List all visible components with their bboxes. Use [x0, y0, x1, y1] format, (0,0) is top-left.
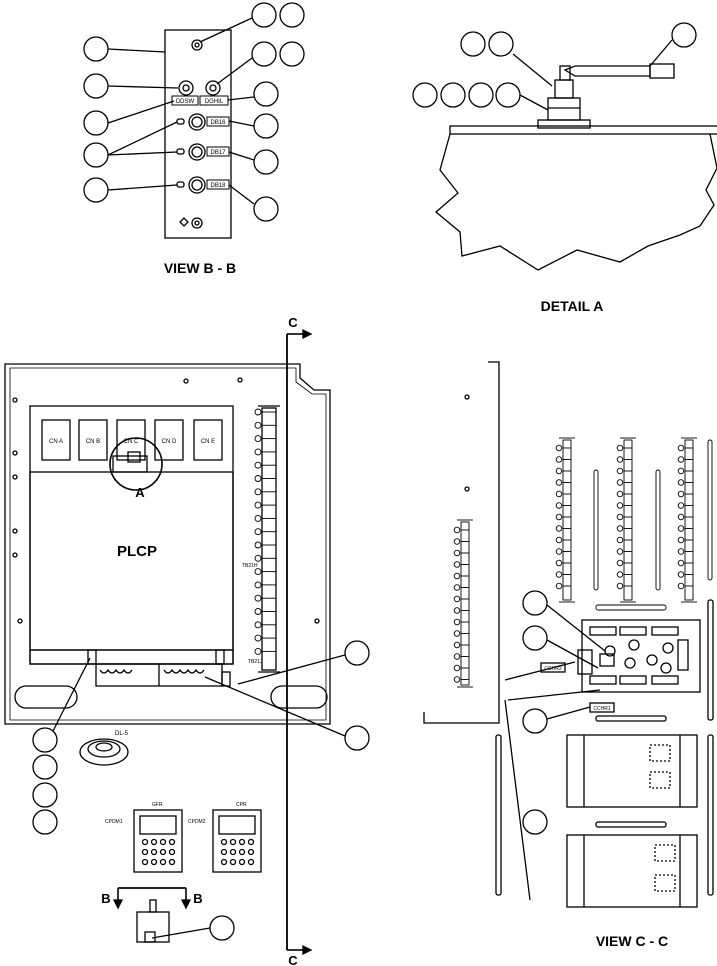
dl-5-label: DL-5 — [115, 731, 129, 737]
detail-a-title: DETAIL A — [541, 298, 604, 314]
detail-a-callouts — [412, 22, 697, 111]
cchr1-label: CCHR1 — [593, 706, 610, 712]
main-panel: PLCP CN A CN B CN C CN D CN E A TB21H TB… — [4, 315, 370, 966]
cpr-label: CPR — [236, 802, 247, 808]
section-b-right-label: B — [193, 891, 202, 906]
cpr-relay — [212, 809, 262, 873]
view-c-c: CCHR2 CCHR1 VIEW C - C — [423, 361, 714, 949]
gfr-label: GFR — [152, 802, 163, 808]
view-c-module-upper — [566, 734, 698, 808]
view-b-callouts — [83, 2, 305, 222]
panel-slot-left — [14, 685, 78, 709]
section-line-b — [112, 887, 192, 910]
panel-enclosure — [4, 363, 331, 725]
view-b-title: VIEW B - B — [164, 260, 236, 276]
cpdm1-label: CPDM1 — [105, 819, 123, 825]
detail-a-handle — [563, 65, 651, 77]
detail-a-marker-label: A — [135, 485, 145, 500]
terminal-strip-tb21 — [254, 405, 280, 673]
tb21j-label: TB21J — [248, 659, 263, 665]
cchr2-label: CCHR2 — [544, 666, 561, 672]
cpdm2-label: CPDM2 — [188, 819, 206, 825]
view-c-title: VIEW C - C — [596, 933, 668, 949]
dl-5-device — [79, 738, 129, 766]
view-b-panel-face — [164, 29, 232, 239]
cn-e-label: CN E — [201, 439, 215, 445]
ddsw-label: DDSW — [176, 99, 195, 105]
section-c-top-label: C — [288, 315, 298, 330]
detail-a-base — [537, 119, 591, 129]
section-c-bottom-label: C — [288, 953, 298, 966]
cn-a-label: CN A — [49, 439, 63, 445]
detail-a-body — [547, 97, 581, 121]
db18-label: DB18 — [210, 183, 226, 189]
detail-a: DETAIL A — [412, 22, 717, 314]
db17-label: DB17 — [210, 150, 226, 156]
plcp-module — [29, 471, 234, 651]
view-b-b: DDSW DGHIL DB16 DB17 DB18 — [83, 2, 305, 276]
db16-label-a: DB16 — [210, 120, 226, 126]
view-c-circuit-board — [581, 619, 701, 693]
cn-connectors: CN A CN B CN C CN D CN E — [41, 419, 223, 461]
cn-c-label: CN C — [124, 439, 139, 445]
view-c-door-edge — [423, 361, 500, 724]
gfr-relay — [133, 809, 183, 873]
tb21h-label: TB21H — [242, 563, 258, 569]
detail-a-broken-edge — [434, 133, 717, 271]
cn-b-label: CN B — [86, 439, 100, 445]
view-c-module-lower — [566, 834, 698, 908]
plcp-title: PLCP — [117, 543, 157, 560]
panel-slot-right — [270, 685, 328, 709]
section-b-left-label: B — [101, 891, 110, 906]
section-line-c — [286, 328, 313, 956]
lower-components: DL-5 GFR CPDM1 CPR CPDM2 B B — [32, 657, 262, 943]
detail-a-marker — [109, 437, 163, 491]
cn-d-label: CN D — [162, 439, 177, 445]
dghil-label: DGHIL — [205, 99, 224, 105]
